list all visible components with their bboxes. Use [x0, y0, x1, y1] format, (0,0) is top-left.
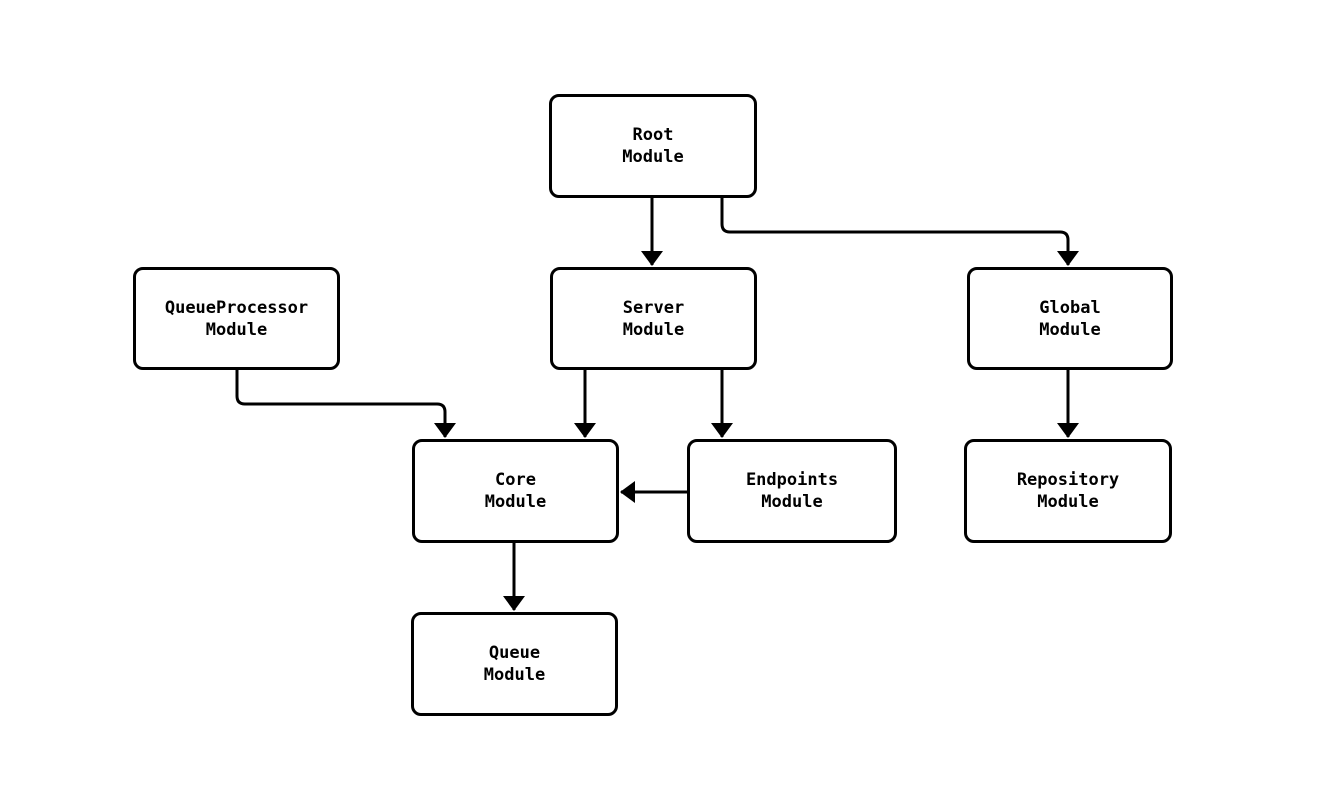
node-label-line: Global — [1039, 297, 1101, 318]
node-label-line: Module — [483, 665, 546, 685]
node-repository-module: Repository Module — [964, 439, 1172, 543]
node-global-module: Global Module — [967, 267, 1173, 370]
node-label-line: Queue — [488, 643, 541, 663]
node-server-module: Server Module — [550, 267, 757, 370]
node-queue-module: Queue Module — [411, 612, 618, 716]
node-root-module: Root Module — [549, 94, 757, 198]
edge-queueprocessor-to-core — [235, 370, 456, 438]
node-label-line: Core — [495, 470, 536, 490]
edge-root-to-global — [720, 198, 1079, 266]
node-queueprocessor-module: QueueProcessor Module — [133, 267, 340, 370]
node-label-line: Root — [632, 125, 674, 145]
node-endpoints-module: Endpoints Module — [687, 439, 897, 543]
node-label-line: Module — [205, 319, 268, 340]
node-label-line: Module — [761, 492, 823, 512]
node-core-module: Core Module — [412, 439, 619, 543]
node-label-line: Module — [622, 319, 685, 340]
node-label-line: Module — [1039, 319, 1101, 340]
node-label-line: Module — [622, 147, 684, 167]
node-label-line: Server — [622, 297, 685, 318]
node-label-line: QueueProcessor — [164, 297, 309, 318]
node-label-line: Module — [1037, 492, 1099, 512]
node-label-line: Module — [484, 492, 547, 512]
node-label-line: Endpoints — [745, 470, 839, 490]
node-label-line: Repository — [1016, 470, 1120, 490]
